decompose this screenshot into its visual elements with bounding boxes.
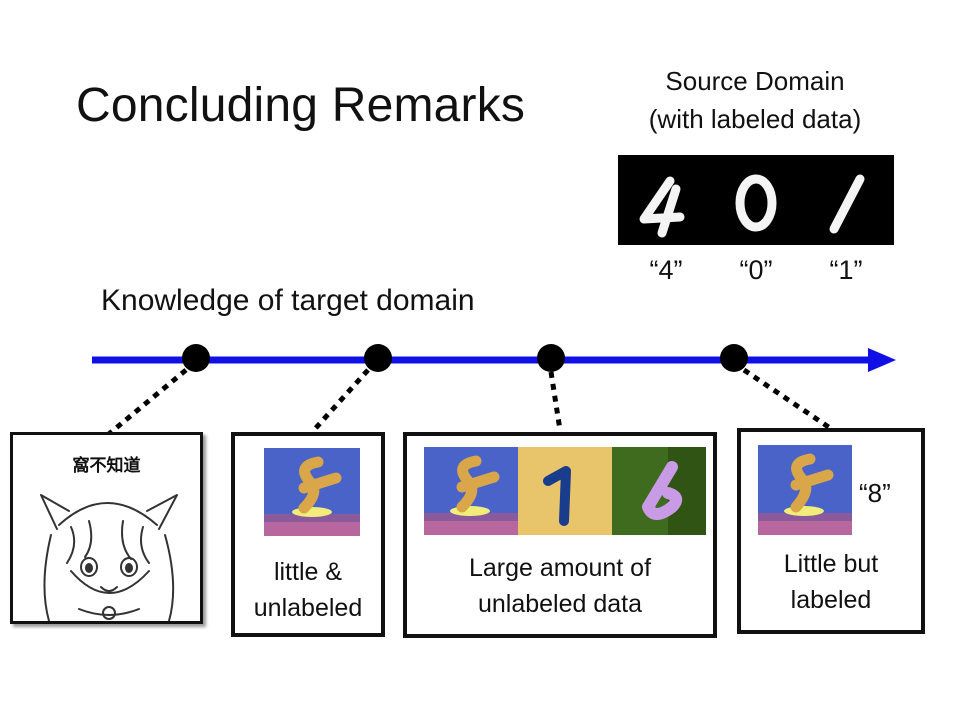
axis-point-large-unlabeled [537, 344, 565, 372]
hair-top [58, 502, 158, 526]
connector-large-unlabeled [548, 371, 563, 431]
digit-4-shape [639, 176, 685, 238]
unlabeled-tile-3 [612, 447, 706, 535]
axis-point-little-labeled [720, 344, 748, 372]
source-label-1: “1” [829, 255, 863, 285]
unlabeled-digit-tile [264, 448, 360, 536]
labeled-digit-label: “8” [859, 478, 891, 508]
unlabeled-tile-2 [518, 447, 612, 535]
unlabeled-tile-1 [424, 447, 518, 535]
source-label-4: “4” [649, 255, 683, 285]
connector-little-unlabeled [312, 368, 370, 432]
hair-sides [43, 534, 175, 621]
slide-title: Concluding Remarks [76, 79, 526, 132]
little-unlabeled-line1: little & [273, 558, 343, 586]
eye-left [80, 557, 98, 577]
cartoon-caption: 窩不知道 [72, 456, 141, 475]
cat-ear-right [146, 494, 178, 530]
collar [78, 608, 140, 616]
connector-none [102, 368, 188, 440]
digit-1-shape [829, 174, 865, 234]
large-unlabeled-line2: unlabeled data [477, 590, 643, 618]
little-labeled-line2: labeled [790, 586, 872, 614]
mouth [100, 586, 118, 592]
little-labeled-box: “8” Little but labeled [737, 428, 925, 634]
digit-0-shape [735, 174, 777, 232]
mnist-digits-drawing [639, 174, 865, 238]
large-unlabeled-line1: Large amount of [468, 554, 652, 582]
little-labeled-line1: Little but [783, 550, 879, 578]
source-domain-title-line2: (with labeled data) [648, 104, 862, 134]
axis-arrowhead [868, 348, 896, 372]
source-domain-title-line1: Source Domain [665, 66, 845, 96]
little-unlabeled-box: little & unlabeled [231, 432, 385, 637]
large-unlabeled-box: Large amount of unlabeled data [403, 432, 717, 638]
knowledge-axis-label: Knowledge of target domain [101, 284, 475, 317]
labeled-digit-tile [758, 445, 852, 535]
eye-right [120, 557, 138, 577]
axis-point-none [182, 344, 210, 372]
mnist-digits-image [618, 155, 894, 245]
little-unlabeled-line2: unlabeled [253, 594, 363, 622]
large-unlabeled-text: Large amount of unlabeled data [407, 550, 713, 622]
face-outline [70, 570, 150, 594]
collar-button [102, 606, 116, 620]
little-labeled-text: Little but labeled [741, 546, 921, 618]
little-unlabeled-text: little & unlabeled [235, 554, 381, 626]
connector-little-labeled [742, 367, 832, 431]
source-label-0: “0” [739, 255, 773, 285]
cartoon-girl-image [40, 494, 178, 621]
cartoon-box: 窩不知道 [10, 432, 203, 624]
axis-point-little-unlabeled [364, 344, 392, 372]
cat-ear-left [40, 494, 70, 530]
hair-strands [66, 520, 150, 564]
source-domain-title: Source Domain (with labeled data) [610, 62, 900, 138]
